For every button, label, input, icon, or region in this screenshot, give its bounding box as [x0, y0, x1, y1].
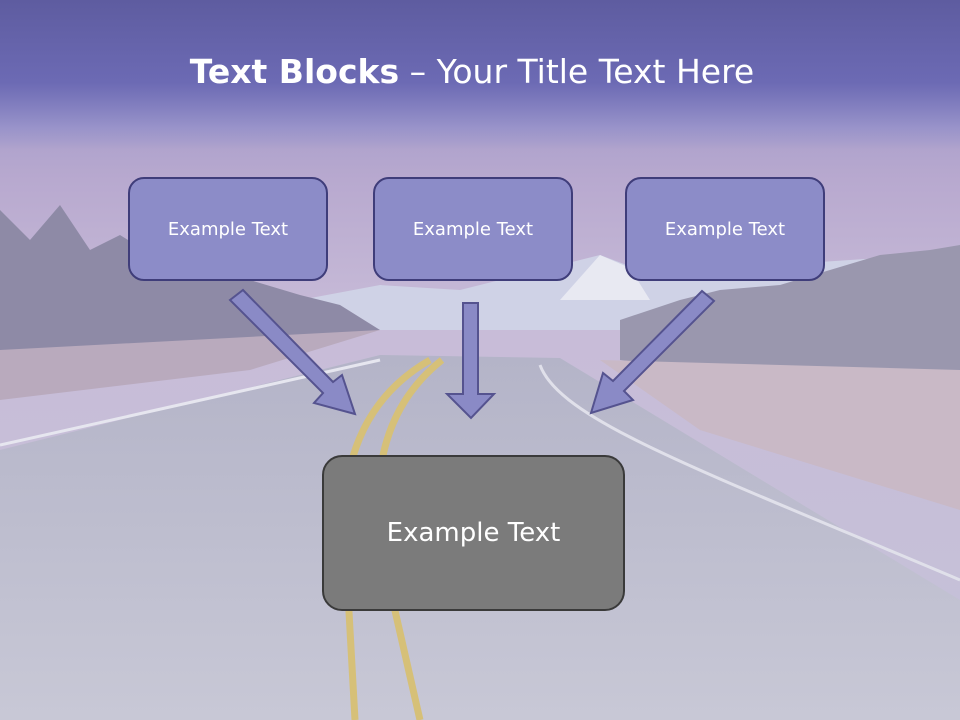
text-block-3-label: Example Text [664, 218, 786, 240]
down-arrow-icon [444, 302, 497, 420]
text-block-1[interactable]: Example Text [128, 177, 328, 281]
page-title: Text Blocks – Your Title Text Here [0, 52, 944, 91]
text-block-2-label: Example Text [412, 218, 534, 240]
target-text-block[interactable]: Example Text [322, 455, 625, 611]
text-block-2[interactable]: Example Text [373, 177, 573, 281]
text-block-3[interactable]: Example Text [625, 177, 825, 281]
title-rest: Your Title Text Here [436, 52, 755, 91]
title-bold-part: Text Blocks [189, 52, 400, 91]
title-band [0, 0, 960, 150]
down-arrow-icon [589, 289, 716, 415]
text-block-1-label: Example Text [167, 218, 289, 240]
title-dash: – [399, 52, 437, 91]
target-text-block-label: Example Text [386, 518, 561, 548]
down-arrow-icon [228, 288, 357, 416]
